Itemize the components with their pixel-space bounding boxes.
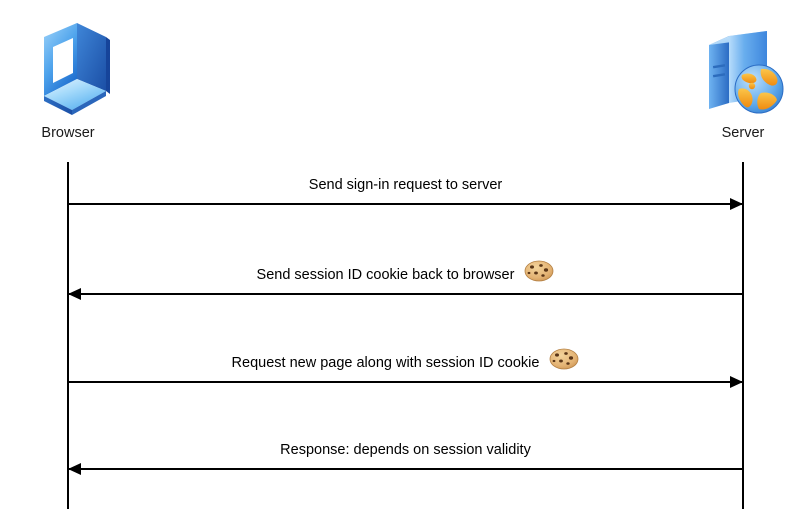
actor-label-browser: Browser (41, 125, 95, 141)
server-globe-icon (695, 17, 791, 122)
message-1-text: Send sign-in request to server (308, 177, 503, 193)
message-3-text: Request new page along with session ID c… (231, 355, 540, 371)
server-icon-wrap (673, 22, 800, 122)
message-4-text: Response: depends on session validity (280, 442, 531, 458)
lifeline-server (742, 162, 744, 509)
cookie-icon (549, 348, 579, 370)
cookie-icon (524, 260, 554, 282)
message-3-label: Request new page along with session ID c… (68, 348, 743, 372)
laptop-icon (20, 17, 116, 122)
message-3-line (68, 381, 743, 383)
actor-browser: Browser (0, 22, 138, 142)
arrowhead-right-icon (730, 198, 743, 210)
actor-label-server: Server (721, 125, 765, 141)
message-4-label: Response: depends on session validity (68, 441, 743, 459)
message-1-line (68, 203, 743, 205)
message-2-text: Send session ID cookie back to browser (256, 267, 515, 283)
message-4-line (68, 468, 743, 470)
message-2-line (68, 293, 743, 295)
arrowhead-left-icon (68, 288, 81, 300)
message-2-label: Send session ID cookie back to browser (68, 260, 743, 284)
lifeline-browser (67, 162, 69, 509)
laptop-icon-wrap (0, 22, 138, 122)
arrowhead-right-icon (730, 376, 743, 388)
actor-server: Server (673, 22, 800, 142)
arrowhead-left-icon (68, 463, 81, 475)
message-1-label: Send sign-in request to server (68, 176, 743, 194)
